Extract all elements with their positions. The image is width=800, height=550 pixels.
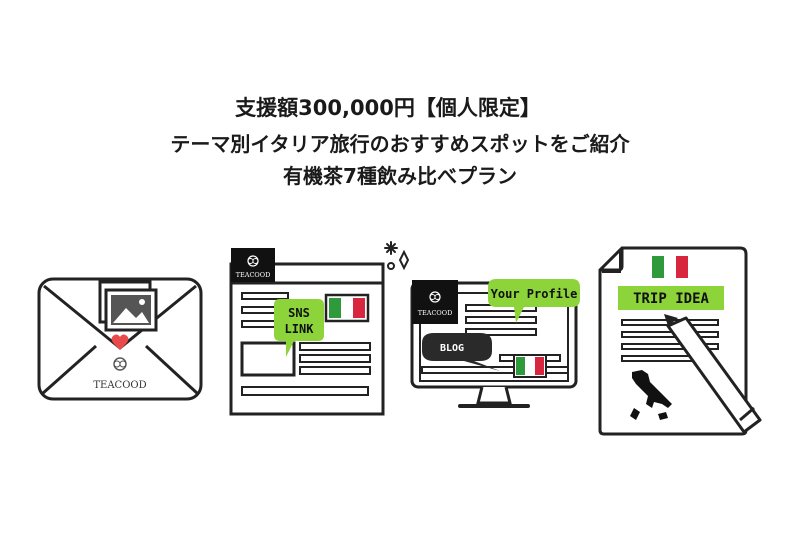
svg-text:LINK: LINK bbox=[285, 322, 315, 336]
italy-flag-icon bbox=[652, 256, 688, 278]
webpage-icon: TEACOOD SNS LINK bbox=[229, 248, 385, 416]
trip-document-icon: TRIP IDEA bbox=[598, 246, 762, 436]
italy-flag-icon bbox=[513, 354, 547, 378]
sns-link-bubble: SNS LINK bbox=[274, 299, 324, 357]
your-profile-bubble: Your Profile bbox=[488, 279, 580, 323]
monitor-icon: TEACOOD Your Profile BLOG bbox=[410, 279, 580, 408]
svg-text:SNS: SNS bbox=[288, 306, 310, 320]
teacood-logo-icon bbox=[113, 357, 127, 371]
svg-text:Your Profile: Your Profile bbox=[491, 287, 578, 301]
envelope-brand: TEACOOD bbox=[93, 380, 146, 391]
heart-icon bbox=[111, 334, 129, 350]
headline-line-2: テーマ別イタリア旅行のおすすめスポットをご紹介 bbox=[170, 132, 630, 156]
teacood-logo-icon bbox=[247, 255, 259, 267]
monitor-brand: TEACOOD bbox=[418, 309, 453, 317]
italy-map-icon bbox=[630, 370, 672, 420]
headline-line-3: 有機茶7種飲み比べプラン bbox=[283, 164, 517, 188]
blog-bubble: BLOG bbox=[422, 333, 500, 371]
italy-flag-icon bbox=[324, 293, 370, 323]
teacood-logo-icon bbox=[429, 291, 441, 303]
trip-idea-label: TRIP IDEA bbox=[633, 291, 709, 307]
headline-line-1: 支援額300,000円【個人限定】 bbox=[235, 96, 541, 120]
envelope-photo-icon: TEACOOD bbox=[37, 277, 203, 401]
pencil-icon bbox=[664, 314, 762, 434]
webpage-brand: TEACOOD bbox=[236, 271, 271, 279]
svg-text:BLOG: BLOG bbox=[440, 343, 464, 354]
sparkle-icon bbox=[384, 241, 410, 271]
photo-icon bbox=[98, 280, 158, 332]
